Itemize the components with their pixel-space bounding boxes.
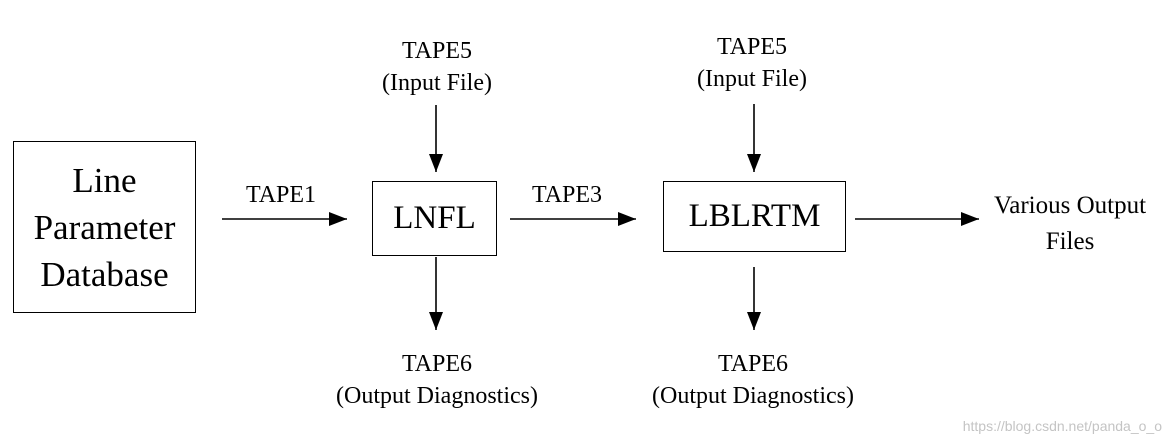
various-output-line-1: Various Output: [993, 192, 1147, 219]
lnfl-label: LNFL: [393, 200, 476, 236]
database-line-3: Database: [40, 254, 169, 294]
lnfl-box: LNFL: [372, 181, 497, 256]
lnfl-output-label: TAPE6 (Output Diagnostics): [308, 348, 566, 412]
database-line-1: Line: [72, 160, 137, 200]
lblrtm-input-name: TAPE5: [716, 34, 788, 60]
tape3-label: TAPE3: [531, 182, 603, 208]
lblrtm-input-label: TAPE5 (Input File): [652, 31, 852, 95]
database-line-2: Parameter: [33, 207, 176, 247]
lblrtm-output-name: TAPE6: [717, 351, 789, 377]
lnfl-output-desc: (Output Diagnostics): [336, 383, 538, 409]
various-output-line-2: Files: [1045, 228, 1095, 255]
lblrtm-output-desc: (Output Diagnostics): [652, 383, 854, 409]
tape1-label: TAPE1: [245, 182, 317, 208]
various-output-files-label: Various Output Files: [980, 188, 1160, 260]
line-parameter-database-box: Line Parameter Database: [13, 141, 196, 313]
lnfl-input-desc: (Input File): [382, 70, 492, 96]
lblrtm-input-desc: (Input File): [697, 66, 807, 92]
lnfl-input-label: TAPE5 (Input File): [337, 35, 537, 99]
lblrtm-output-label: TAPE6 (Output Diagnostics): [624, 348, 882, 412]
lblrtm-box: LBLRTM: [663, 181, 846, 252]
lnfl-output-name: TAPE6: [401, 351, 473, 377]
lnfl-input-name: TAPE5: [401, 38, 473, 64]
lblrtm-label: LBLRTM: [688, 198, 821, 234]
watermark: https://blog.csdn.net/panda_o_o: [962, 418, 1162, 434]
